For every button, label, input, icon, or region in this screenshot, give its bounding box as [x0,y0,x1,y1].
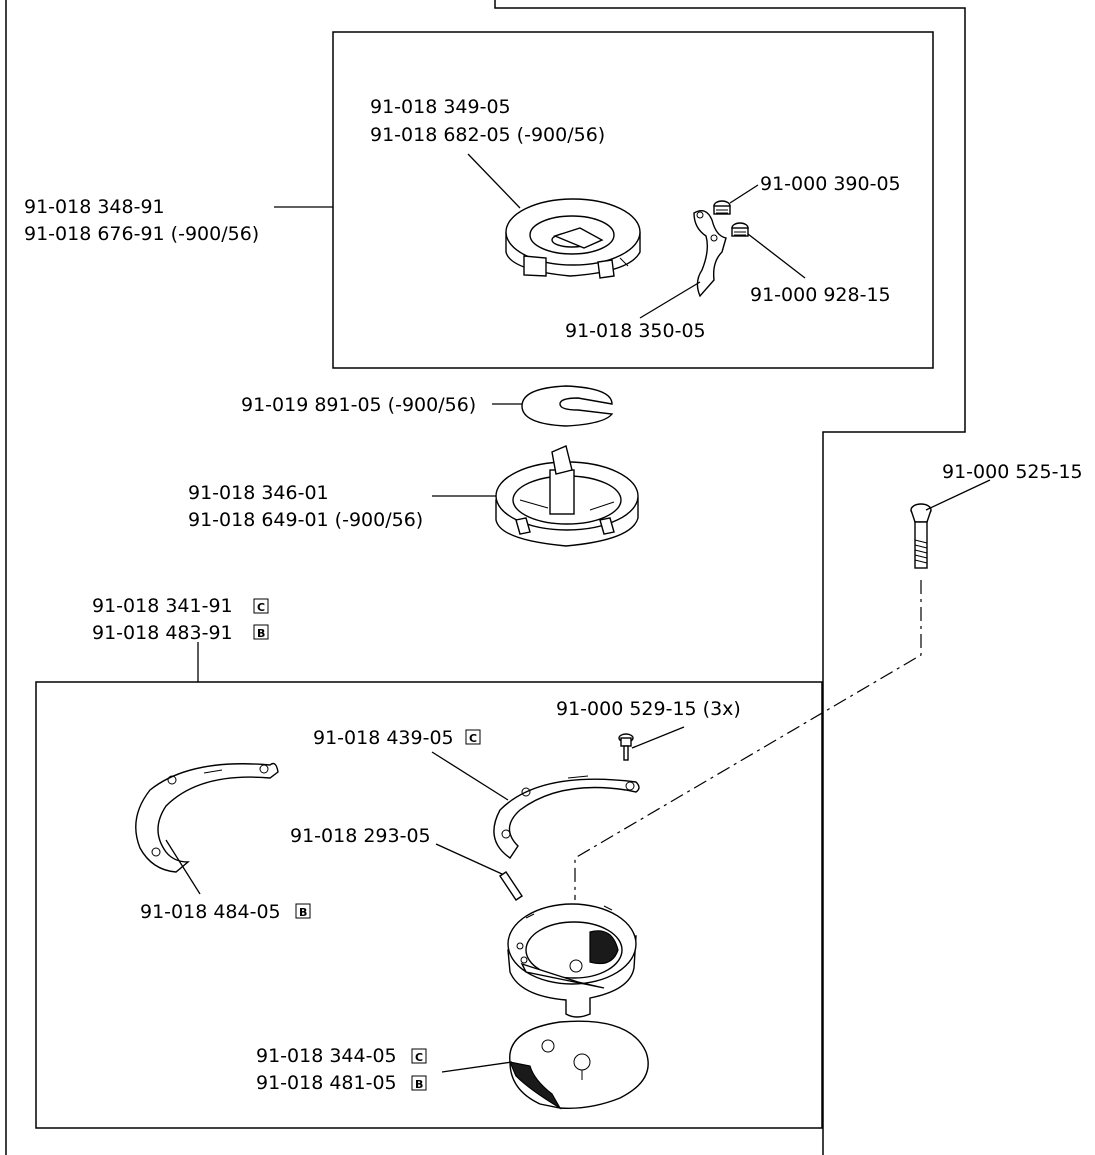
label-bobbin-case-assembly-2: 91-018 676-91 (-900/56) [24,223,259,245]
leader-screw-390 [729,184,759,204]
label-bobbin-case-cap-2: 91-018 682-05 (-900/56) [370,124,605,146]
hook-assembly-box [35,681,823,1129]
label-gib-484: 91-018 484-05 [140,901,281,923]
leader-screw-928 [747,233,806,279]
leader-pin-293 [435,843,503,875]
leader-screw-529 [631,726,685,749]
label-hook-assembly-1: 91-018 341-91 [92,595,233,617]
bobbin-case-assembly-box [332,31,934,369]
washer-part [521,385,614,427]
hook-base-plate-part [508,1020,649,1110]
leader-hook-body [441,1061,513,1073]
mark-box [253,624,269,640]
mark-b: B [299,906,307,919]
bobbin-case-cap-part [505,198,641,279]
mark-c: C [415,1051,423,1064]
label-screw-928: 91-000 928-15 [750,284,891,306]
bobbin-case-base-part [495,445,639,547]
screw-529-part [618,733,634,761]
label-bobbin-case-base-2: 91-018 649-01 (-900/56) [188,509,423,531]
outer-frame [5,0,966,1155]
leader-screw-525 [925,479,991,511]
label-spring: 91-018 350-05 [565,320,706,342]
label-gib-439: 91-018 439-05 [313,727,454,749]
mark-c: C [469,732,477,745]
label-bobbin-case-cap-1: 91-018 349-05 [370,96,511,118]
leader-gib-484 [165,839,201,895]
mark-box [253,598,269,614]
assembly-axis-line [574,580,922,900]
gib-439-part [493,775,640,859]
label-screw-529: 91-000 529-15 (3x) [556,698,741,720]
mark-box [411,1075,427,1091]
long-screw-part [910,503,932,569]
pin-293-part [499,871,523,901]
leader-spring [639,281,701,319]
label-screw-525: 91-000 525-15 [942,461,1083,483]
label-hook-assembly-2: 91-018 483-91 [92,622,233,644]
screw-390-part [713,200,731,215]
mark-box [295,903,311,919]
tension-spring-part [693,210,727,298]
leader-cap [467,153,521,209]
mark-box [465,729,481,745]
rotary-hook-part [507,903,637,1018]
gib-484-part [135,762,279,873]
screw-928-part [731,222,749,237]
label-bobbin-case-base-1: 91-018 346-01 [188,482,329,504]
label-pin-293: 91-018 293-05 [290,825,431,847]
label-screw-390: 91-000 390-05 [760,173,901,195]
label-bobbin-case-assembly-1: 91-018 348-91 [24,196,165,218]
label-hook-body-1: 91-018 344-05 [256,1045,397,1067]
mark-b: B [415,1078,423,1091]
mark-box [411,1048,427,1064]
label-hook-body-2: 91-018 481-05 [256,1072,397,1094]
mark-c: C [257,601,265,614]
leader-gib-439 [431,751,509,801]
label-washer: 91-019 891-05 (-900/56) [241,394,476,416]
mark-b: B [257,627,265,640]
